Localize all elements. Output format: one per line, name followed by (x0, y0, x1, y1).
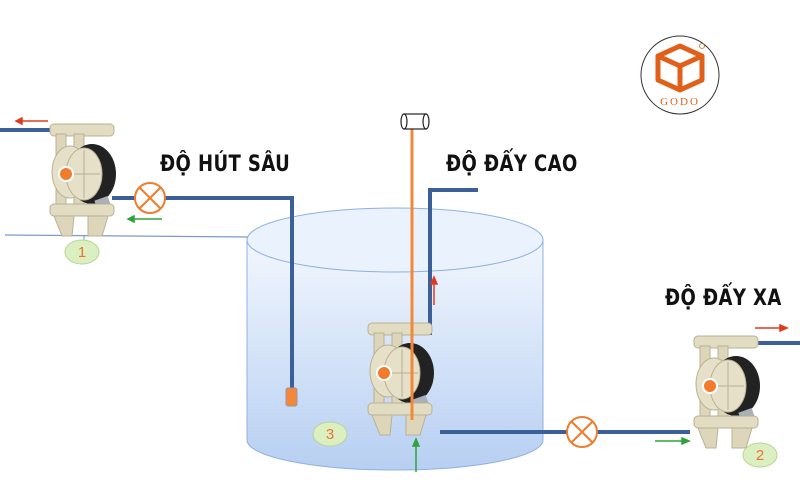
logo-text: GODO (660, 96, 700, 108)
arrow-outflow-icon (755, 323, 789, 333)
pump-1 (49, 123, 117, 237)
pump-number-3: 3 (326, 426, 334, 443)
pipes (0, 128, 800, 434)
label-suction-depth: ĐỘ HÚT SÂU (160, 152, 291, 177)
pump-number-badge: 2 (742, 442, 778, 468)
pump-number-badge: 3 (312, 421, 348, 447)
arrow-inflow-icon (655, 436, 691, 446)
suction-pipe (112, 196, 294, 388)
strainer-icon (285, 387, 298, 407)
valve-icon[interactable] (566, 416, 598, 448)
pump-number-badge: 1 (64, 236, 100, 265)
ground-line (4, 234, 251, 238)
godo-logo: GODO (640, 35, 720, 115)
arrow-inflow-icon (411, 437, 421, 472)
pump-number-2: 2 (756, 447, 764, 464)
cylinder-icon (400, 113, 430, 130)
pump-number-1: 1 (78, 244, 86, 261)
arrow-outflow-icon (14, 116, 48, 126)
arrow-inflow-icon (126, 214, 162, 224)
high-discharge-pipe (428, 188, 478, 335)
arrow-outflow-icon (429, 275, 439, 305)
label-push-distance: ĐỘ ĐẨY XA (665, 286, 782, 311)
label-push-height: ĐỘ ĐẨY CAO (446, 152, 578, 177)
pump-2 (693, 335, 761, 449)
valve-icon[interactable] (134, 182, 166, 214)
